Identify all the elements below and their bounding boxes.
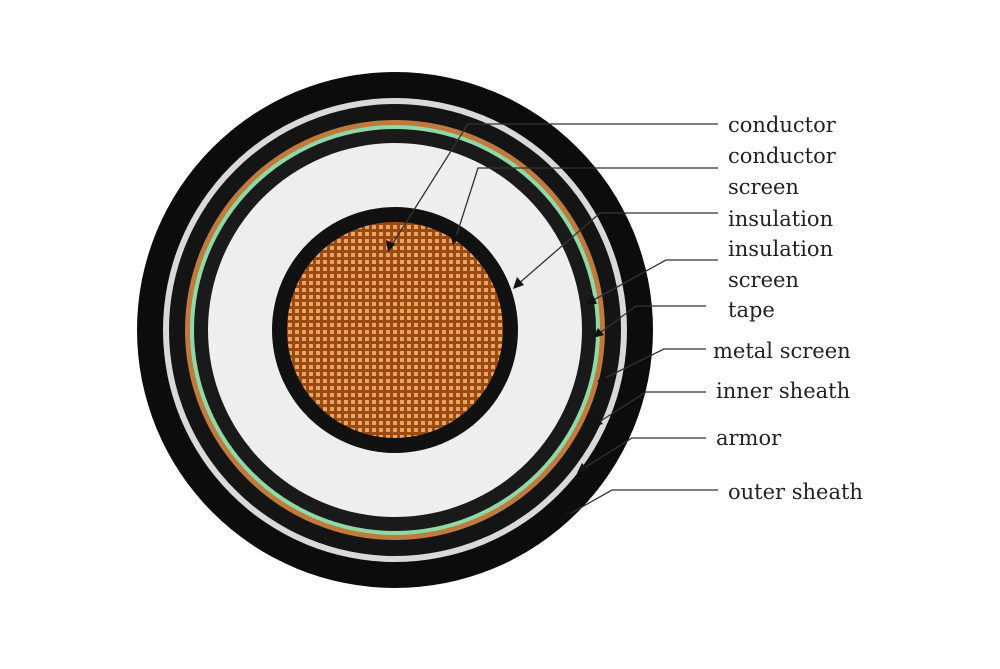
arrowhead-armor: [577, 463, 588, 473]
label-metal-screen: metal screen: [713, 339, 851, 363]
leader-insulation-screen: [589, 259, 718, 303]
label-insulation: insulation: [728, 207, 834, 231]
label-conductor-screen-line1: conductor: [728, 144, 836, 168]
label-conductor-screen-line2: screen: [728, 175, 799, 199]
leader-insulation: [516, 212, 718, 286]
leader-armor: [580, 437, 706, 471]
arrowhead-insulation-screen: [586, 295, 597, 304]
arrowhead-inner-sheath: [592, 417, 603, 427]
arrowhead-conductor: [386, 240, 395, 252]
leader-conductor-screen: [454, 167, 718, 241]
label-conductor: conductor: [728, 113, 836, 137]
leader-lines: [389, 123, 718, 517]
label-tape: tape: [728, 298, 775, 322]
leader-arrowheads: [386, 233, 608, 519]
cable-layers: [137, 72, 653, 588]
conductor-core: [287, 222, 503, 438]
label-armor: armor: [716, 426, 782, 450]
arrowhead-tape: [593, 328, 604, 338]
leader-conductor: [389, 123, 718, 249]
label-insulation-screen-line1: insulation: [728, 237, 834, 261]
label-insulation-screen-line2: screen: [728, 268, 799, 292]
leader-inner-sheath: [595, 391, 706, 425]
arrowhead-metal-screen: [597, 373, 608, 382]
label-outer-sheath: outer sheath: [728, 480, 863, 504]
arrowhead-conductor-screen: [450, 233, 460, 245]
leader-outer-sheath: [565, 489, 718, 517]
arrowhead-insulation: [513, 277, 524, 289]
arrowhead-outer-sheath: [561, 509, 573, 519]
leader-tape: [596, 305, 706, 336]
leader-metal-screen: [600, 348, 706, 381]
label-inner-sheath: inner sheath: [716, 379, 851, 403]
